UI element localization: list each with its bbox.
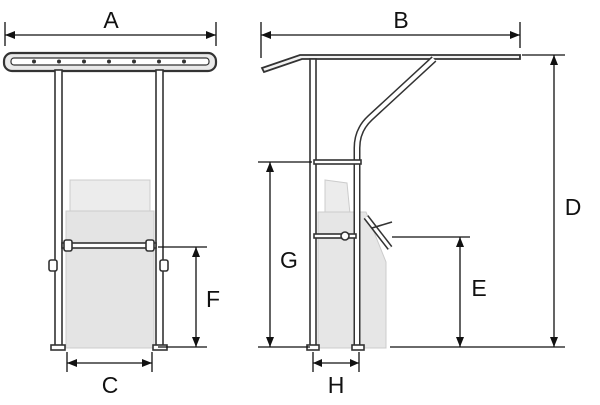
front-side-clamp-left: [48, 259, 58, 272]
dimension-d: [390, 54, 565, 348]
canopy-rivets: [32, 59, 186, 64]
front-left-foot: [50, 344, 66, 351]
dimension-g: [258, 161, 312, 348]
dimension-b: [260, 22, 521, 58]
dimension-a: [4, 22, 217, 46]
side-rear-foot: [351, 344, 365, 351]
dimension-label-h: H: [328, 372, 345, 398]
dimension-c: [66, 352, 153, 372]
side-lower-crossbar: [313, 233, 357, 239]
front-rail-clamp-right: [145, 239, 155, 252]
front-console-body: [65, 210, 155, 349]
dimension-e: [392, 236, 470, 347]
front-view: [2, 51, 218, 351]
side-canopy: [260, 54, 521, 74]
front-right-pole: [155, 69, 164, 349]
dimension-label-e: E: [471, 275, 486, 301]
dimension-label-b: B: [393, 7, 408, 33]
dimension-label-a: A: [103, 7, 119, 33]
dimension-label-f: F: [206, 286, 220, 312]
side-crossbar-clamp: [340, 231, 350, 241]
dimension-f: [158, 246, 207, 348]
front-rail-clamp-left: [63, 239, 73, 252]
front-left-pole: [54, 69, 63, 349]
dimension-h: [312, 352, 360, 372]
side-upper-crossbar: [313, 159, 362, 165]
front-console-top: [69, 179, 151, 213]
side-view: [260, 54, 521, 351]
side-windscreen: [324, 179, 351, 215]
steering-wheel: [363, 215, 393, 250]
side-curved-brace: [355, 57, 436, 348]
dimension-label-g: G: [280, 247, 298, 273]
front-grab-rail: [61, 242, 157, 249]
dimension-label-c: C: [102, 372, 119, 398]
front-side-clamp-right: [159, 259, 169, 272]
dimension-label-d: D: [565, 194, 582, 220]
side-vertical-post: [309, 58, 317, 349]
